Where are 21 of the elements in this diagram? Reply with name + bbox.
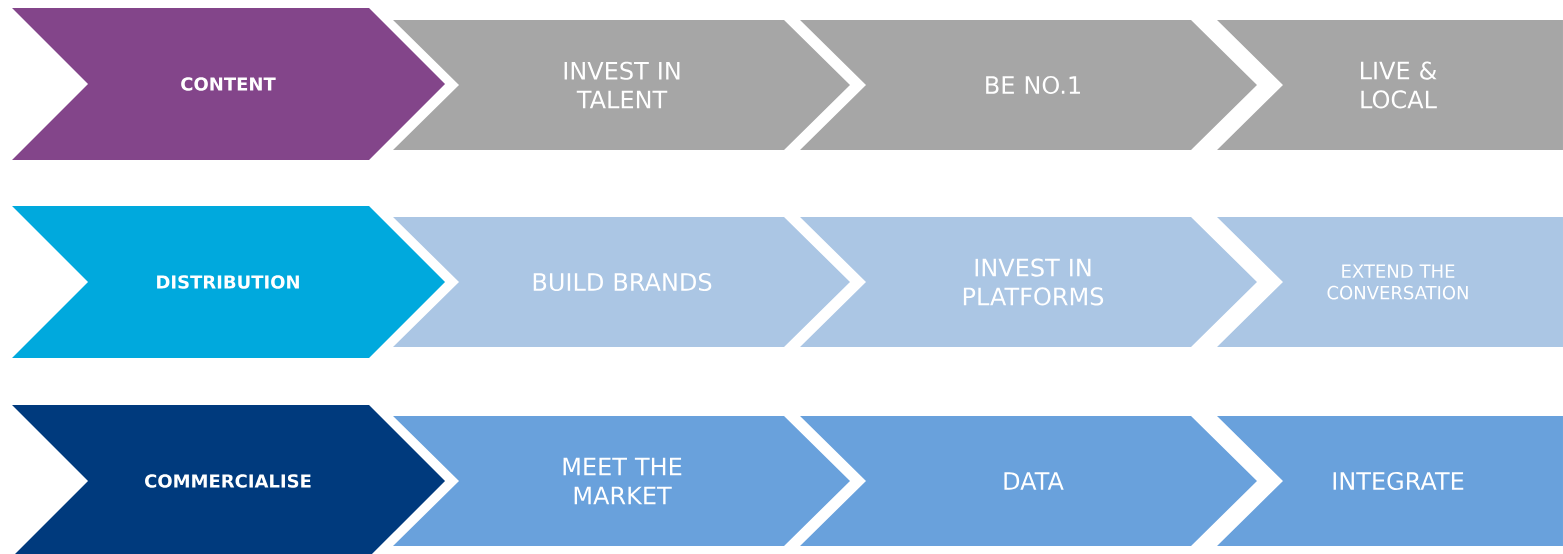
node-label: BE NO.1 — [986, 75, 1080, 95]
node-label: INVEST IN TALENT — [564, 61, 680, 109]
step-panel: MEET THE MARKET — [393, 416, 850, 546]
node-label: MEET THE MARKET — [563, 457, 682, 505]
header-panel: COMMERCIALISE — [12, 405, 445, 554]
header-panel: DISTRIBUTION — [12, 206, 445, 358]
node-label: EXTEND THE CONVERSATION — [1327, 264, 1468, 300]
step-panel: BE NO.1 — [800, 20, 1257, 150]
node-label: BUILD BRANDS — [533, 272, 712, 292]
step-panel: LIVE & LOCAL — [1217, 20, 1563, 150]
step-panel: DATA — [800, 416, 1257, 546]
header-panel: CONTENT — [12, 8, 445, 160]
step-panel: EXTEND THE CONVERSATION — [1217, 217, 1563, 347]
node-label: DATA — [1004, 472, 1064, 490]
node-label: INTEGRATE — [1333, 471, 1464, 491]
node-label: LIVE & LOCAL — [1360, 61, 1437, 109]
node-label: INVEST IN PLATFORMS — [963, 258, 1104, 306]
step-panel: INTEGRATE — [1217, 416, 1563, 546]
step-panel: BUILD BRANDS — [393, 217, 850, 347]
step-panel: INVEST IN TALENT — [393, 20, 850, 150]
step-panel: INVEST IN PLATFORMS — [800, 217, 1257, 347]
